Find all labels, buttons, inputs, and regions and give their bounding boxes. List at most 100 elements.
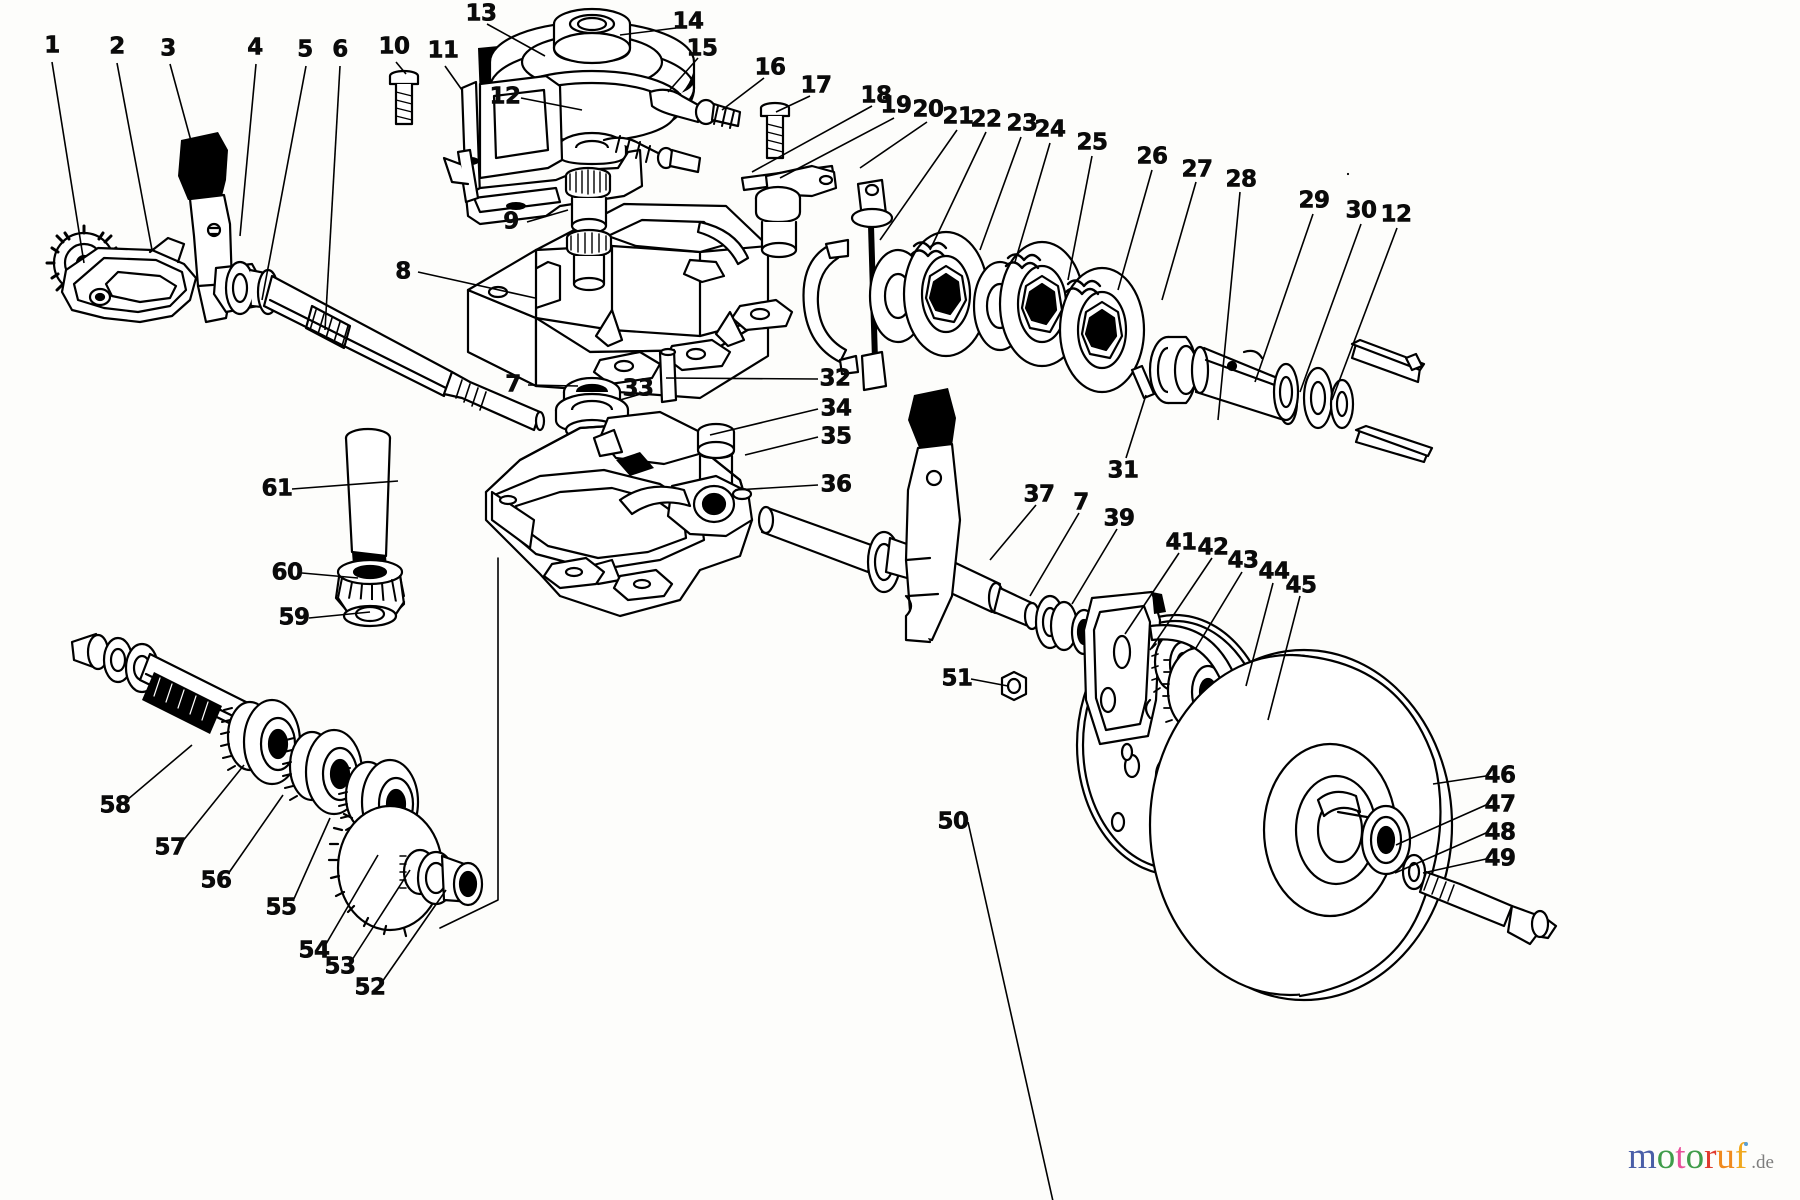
callout-number-11: 11 — [427, 37, 459, 64]
leader-line — [1432, 775, 1487, 785]
watermark-letter-f: f — [1734, 1136, 1748, 1177]
callout-number-9: 9 — [503, 208, 520, 235]
callout-number-15: 15 — [686, 35, 718, 62]
leader-line — [779, 117, 895, 179]
leader-line — [261, 65, 307, 301]
callout-number-44: 44 — [1258, 558, 1290, 585]
callout-number-49: 49 — [1484, 845, 1516, 872]
leader-line — [1124, 552, 1180, 635]
leader-line — [291, 480, 399, 490]
callout-number-28: 28 — [1225, 166, 1257, 193]
callout-number-2: 2 — [109, 33, 126, 60]
part-bolt-17 — [759, 101, 791, 160]
leader-line — [667, 57, 699, 93]
callout-number-34: 34 — [820, 395, 852, 422]
leader-line — [1217, 191, 1241, 421]
callout-number-12: 12 — [489, 83, 521, 110]
part-lower-gear-train — [70, 632, 484, 938]
leader-line — [989, 504, 1037, 561]
callout-number-1: 1 — [44, 32, 61, 59]
leader-line — [979, 136, 1022, 251]
leader-line — [324, 65, 341, 331]
callout-number-59: 59 — [278, 604, 310, 631]
callout-number-37: 37 — [1023, 481, 1055, 508]
part-pin-31 — [1130, 364, 1434, 464]
callout-number-35: 35 — [820, 423, 852, 450]
callout-number-52: 52 — [354, 974, 386, 1001]
watermark-letter-o: o — [1685, 1136, 1705, 1177]
part-washers-right — [1272, 362, 1355, 430]
leader-line — [859, 121, 928, 169]
part-pinion-gear-yoke — [45, 224, 198, 324]
leader-line — [520, 97, 583, 111]
leader-line — [1071, 528, 1118, 605]
part-key-27 — [1346, 172, 1426, 384]
leader-line — [239, 63, 257, 237]
callout-number-36: 36 — [820, 471, 852, 498]
leader-line — [1029, 512, 1080, 597]
callout-number-21: 21 — [942, 103, 974, 130]
callout-number-45: 45 — [1285, 572, 1317, 599]
part-tensioner-rod — [602, 88, 742, 174]
leader-line — [1125, 394, 1147, 459]
leader-line — [126, 744, 193, 801]
callout-number-61: 61 — [261, 475, 293, 502]
leader-line — [181, 764, 245, 843]
leader-line — [1117, 169, 1153, 291]
leader-line — [526, 209, 569, 223]
callout-number-43: 43 — [1227, 547, 1259, 574]
leader-line — [351, 869, 411, 961]
leader-line — [775, 95, 811, 113]
watermark-accent-dot — [1744, 1142, 1749, 1146]
callout-number-20: 20 — [912, 96, 944, 123]
leader-line — [227, 794, 284, 875]
callout-number-10: 10 — [378, 33, 410, 60]
part-bolt-10a — [388, 69, 420, 126]
callout-number-4: 4 — [247, 34, 264, 61]
leader-line — [1267, 595, 1301, 721]
callout-number-16: 16 — [754, 54, 786, 81]
leader-line — [1395, 804, 1487, 846]
watermark-letter-m: m — [1628, 1136, 1657, 1177]
callout-number-54: 54 — [298, 937, 330, 964]
part-bushing-26 — [1148, 335, 1199, 405]
callout-number-30: 30 — [1345, 197, 1377, 224]
leader-line — [308, 611, 371, 619]
leader-line — [879, 129, 958, 241]
leader-line — [292, 817, 331, 902]
callout-number-27: 27 — [1181, 156, 1213, 183]
part-right-axle-shaft — [757, 505, 1098, 656]
callout-number-58: 58 — [99, 792, 131, 819]
callout-number-24: 24 — [1034, 116, 1066, 143]
callout-number-47: 47 — [1484, 791, 1516, 818]
leader-line — [744, 436, 819, 456]
leader-line — [721, 77, 765, 111]
leader-line — [301, 572, 359, 579]
leader-line — [116, 62, 153, 251]
leader-lines — [51, 23, 1487, 1200]
leader-line — [169, 63, 198, 164]
callout-number-7: 7 — [505, 371, 522, 398]
callout-number-22: 22 — [970, 106, 1002, 133]
part-gear-case-lower — [484, 410, 754, 618]
leader-line — [619, 27, 677, 36]
leader-line — [1067, 155, 1093, 281]
leader-line — [325, 854, 379, 945]
leader-line — [1149, 557, 1213, 651]
callout-number-23: 23 — [1006, 110, 1038, 137]
callout-number-48: 48 — [1484, 819, 1516, 846]
callout-number-39: 39 — [1103, 505, 1135, 532]
leader-line — [1422, 858, 1487, 874]
leader-line — [1299, 223, 1362, 393]
callout-number-14: 14 — [672, 8, 704, 35]
leader-line — [929, 131, 987, 251]
watermark-letter-t: t — [1675, 1136, 1686, 1177]
leader-line — [1245, 582, 1274, 687]
callout-number-31: 31 — [1107, 457, 1139, 484]
callout-number-57: 57 — [154, 834, 186, 861]
part-bevel-pinion-61 — [334, 427, 406, 628]
part-shift-linkage — [740, 164, 1146, 394]
leader-line — [417, 271, 536, 299]
leader-line — [444, 65, 463, 91]
